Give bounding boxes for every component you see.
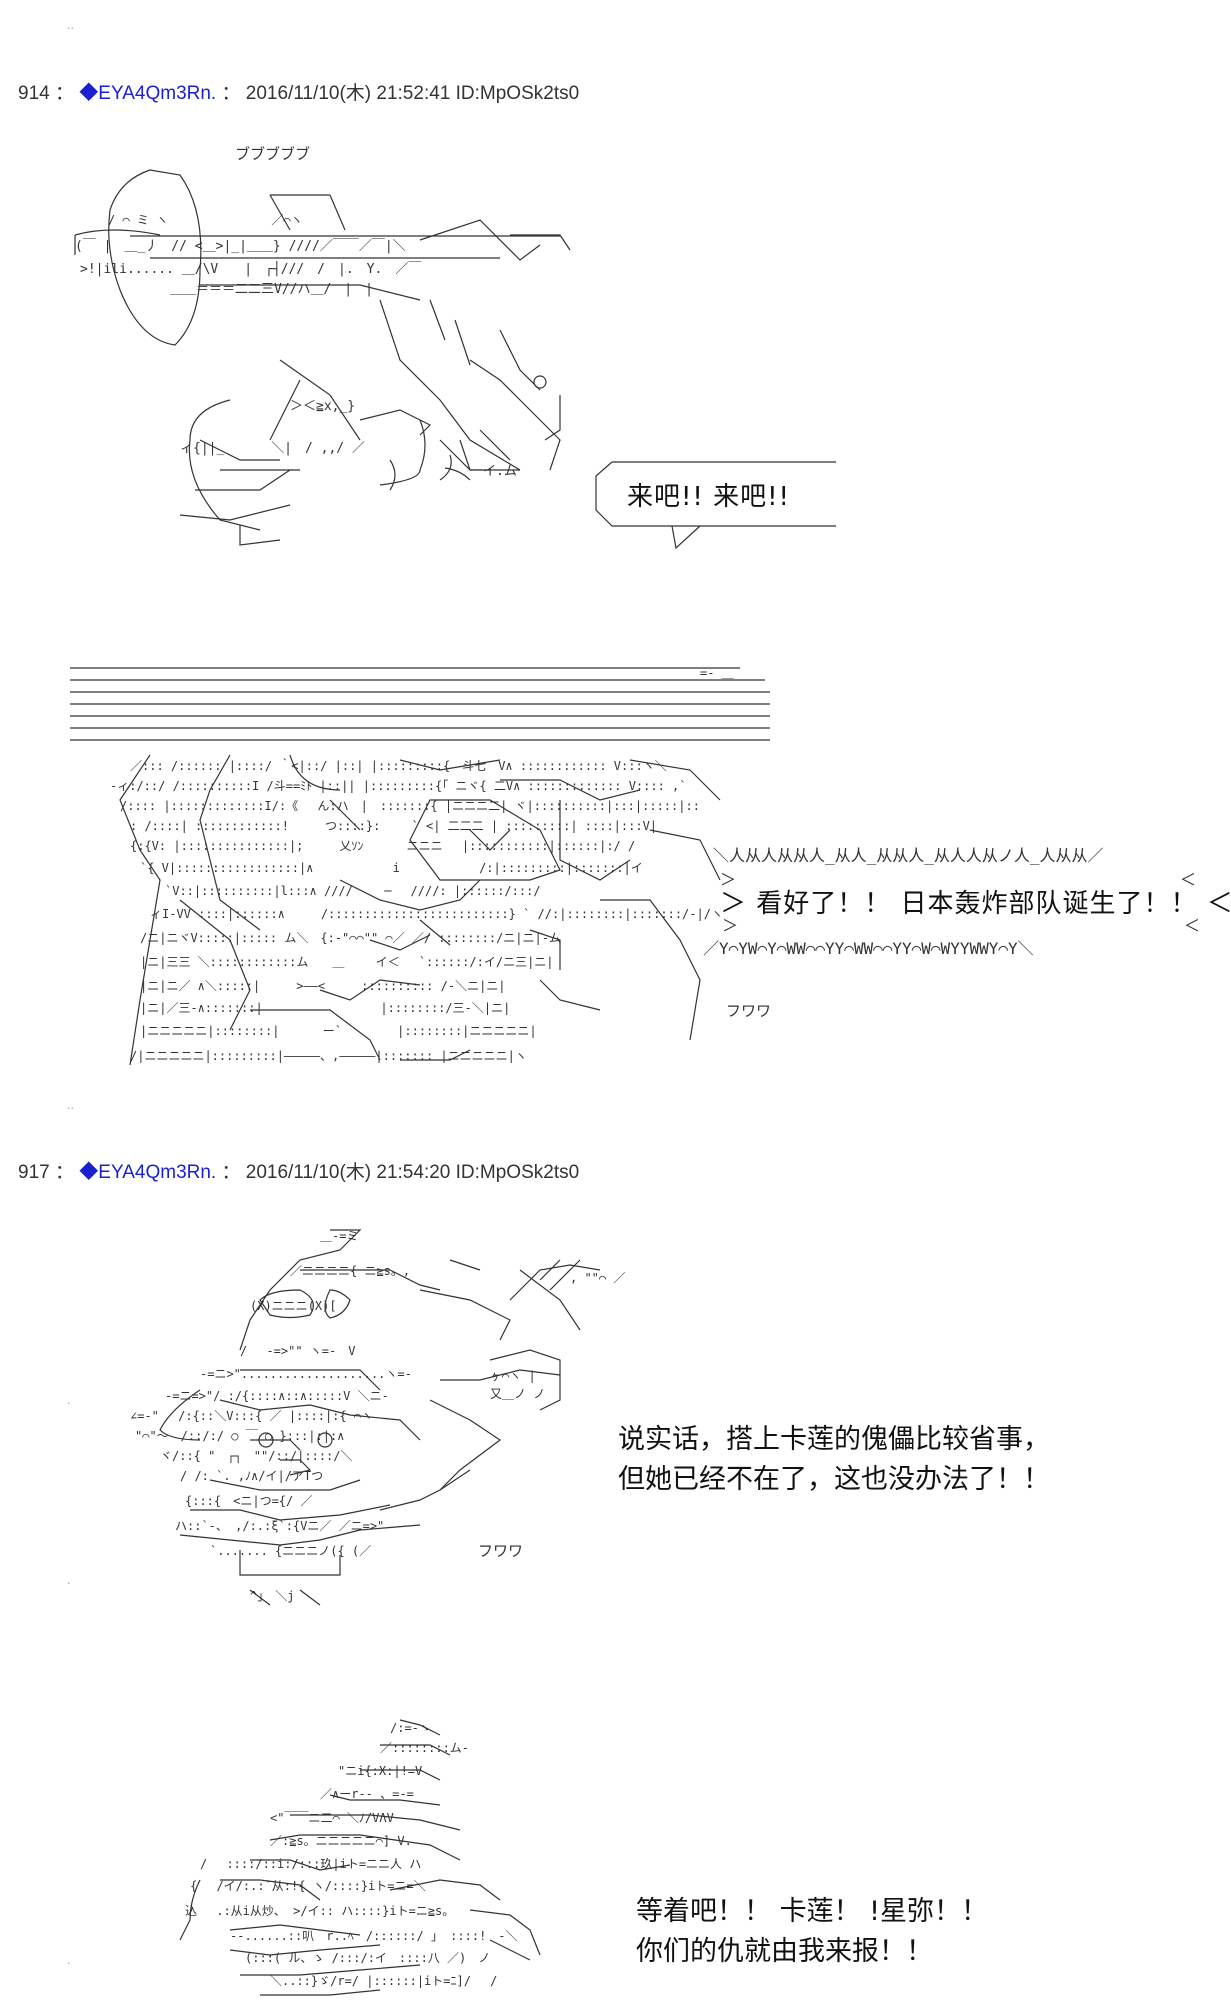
speech-bubble [595,461,836,550]
svg-text:込 .:从i从炒、 >/イ:: ハ::::}iト=ニ≧s。: 込 .:从i从炒、 >/イ:: ハ::::}iト=ニ≧s。 [185,1904,454,1918]
shout-frame-top: ＼人从人从从人_从人_从从人_从人人从ノ人_人从从／ [713,846,1104,865]
svg-text:＿-=ミ: ＿-=ミ [320,1229,358,1243]
post-datetime: 2016/11/10(木) 21:54:20 ID:MpOSk2ts0 [245,1162,580,1183]
svg-text:(:::( ル、ゝ /:::/:イ ::::八 ／) ノ: (:::( ル、ゝ /:::/:イ ::::八 ／) ノ [245,1951,490,1965]
svg-text:|ニ|三三 ＼::::::::::::ム ＿ イ＜: |ニ|三三 ＼::::::::::::ム ＿ イ＜ `::::::/:イ/ニ三|… [140,955,554,969]
ascii-art-cannon-character: / ⌒ ミ ヽ ／⌒ヽ (￣ | ＿_丿 // <＿>|_|＿＿} ////／￣… [74,169,571,546]
shout-frame-bottom: ／Y⌒YW⌒Y⌒WW⌒⌒YY⌒WW⌒⌒YY⌒W⌒WYYWWY⌒Y＼ [703,939,1034,958]
shout-frame-left-marker: ＞ [720,870,737,889]
narration-text: 等着吧！！ 卡莲！ !星弥！！ 你们的仇就由我来报！！ [636,1892,988,1972]
post-header: 914 ： ◆EYA4Qm3Rn. ： 2016/11/10(木) 21:52:… [18,78,579,105]
svg-text:ハ::`-、 ,/:.:ξ`:{Vニ／ ／ニ=>": ハ::`-、 ,/:.:ξ`:{Vニ／ ／ニ=>" [175,1519,384,1533]
shout-left-marker: ＞ [720,889,757,919]
sound-effect: ブブブブブ [235,145,311,163]
svg-text:/ /: `. ,ﾉ∧/イ|/アTつ: / /: `. ,ﾉ∧/イ|/アTつ [180,1469,323,1483]
separator-dots: .. [67,19,74,32]
svg-text:|ニ|ニ／ ∧＼:::::| >――< ::::::: |ニ|ニ／ ∧＼:::::| >――< :::::::::: /-＼ニ|ニ| [140,979,506,993]
sound-effect: フワワ [478,1542,524,1560]
post-separator: ： [221,1162,241,1183]
svg-text:: /::::| ::::::::::::! つ::::: : /::::| ::::::::::::! つ::::}: ` <| 二二二 … [130,819,657,833]
svg-text:＞＜≧x,_}: ＞＜≧x,_} [290,399,355,414]
post-separator: ： [54,83,74,104]
narration-text: 说实话，搭上卡莲的傀儡比较省事， 但她已经不在了，这也没办法了！！ [618,1420,1050,1500]
svg-text:/:::: |:::::::::::::I/:《 ん:ハ: /:::: |:::::::::::::I/:《 ん:ハ | :::::::{ … [120,799,700,813]
post-separator: ： [221,83,241,104]
svg-text:∠=-" /:{::＼V:::{ ／ |::::|:{ ⌒: ∠=-" /:{::＼V:::{ ／ |::::|:{ ⌒ヽ [130,1409,373,1423]
ascii-art-bomber-group: ／::: /:::::: |::::/ ｀<|::/ |::| |:::::::… [70,666,770,1066]
svg-text:--......::叭 r..ﾍ /::::::/ 」 ::: --......::叭 r..ﾍ /::::::/ 」 ::::! -＼ [230,1929,518,1943]
poster-trip[interactable]: ◆EYA4Qm3Rn. [79,83,217,104]
svg-text:/:=-ヽ: /:=-ヽ [390,1721,431,1735]
svg-text:/ ⌒ ミ ヽ ／⌒ヽ: / ⌒ ミ ヽ ／⌒ヽ [108,213,303,227]
svg-text:／ニニニニ{ ニ≧s。,: ／ニニニニ{ ニ≧s。, [290,1264,410,1278]
separator-dots: .. [67,1099,74,1112]
separator-dots: . [67,1394,71,1407]
svg-text:(￣ | ＿_丿 // <＿>|_|＿＿} ////／￣￣／: (￣ | ＿_丿 // <＿>|_|＿＿} ////／￣￣／￣|＼ [75,239,406,254]
svg-text:ーイ.ム: ーイ.ム [470,464,517,479]
svg-text:／:≧s。ニニニニニ⌒] V.: ／:≧s。ニニニニニ⌒] V. [270,1834,412,1848]
post-number: 917 [18,1162,50,1183]
shout-frame-left-marker: ＞ [722,916,739,935]
narration-line: 等着吧！！ 卡莲！ !星弥！！ [636,1896,988,1927]
svg-text:ィ{||_ ＼| / ,,/ ／: ィ{||_ ＼| / ,,/ ／ [180,441,365,456]
svg-text:, ""⌒ ／: , ""⌒ ／ [570,1271,625,1285]
svg-text:-ィ:/::/ /::::::::::I /斗==ﾐﾄ |:: -ィ:/::/ /::::::::::I /斗==ﾐﾄ |::|| |:::::… [110,779,687,793]
bubble-text: 来吧!! 来吧!! [627,482,790,512]
sound-effect: フワワ [726,1002,772,1020]
shout-frame-right-marker: ＜ [1184,916,1201,935]
shout-right-marker: ＜ [1197,889,1231,919]
svg-text:／::::::::ム-: ／::::::::ム- [380,1741,469,1755]
shout-message: 看好了！！ 日本轰炸部队诞生了！！ [756,889,1198,919]
separator-dots: . [67,1954,71,1967]
svg-text:{:{V: |:::::::::::::::|; 乂ｿﾝ: {:{V: |:::::::::::::::|; 乂ｿﾝ ニニニ |::::::… [130,839,635,853]
svg-text:ィI-VV ::::|::::::∧ /::::::::: ィI-VV ::::|::::::∧ /::::::::::::::::::::… [150,907,723,921]
svg-text:-=ニ>"....................ヽ=-: -=ニ>"....................ヽ=- [200,1367,412,1381]
post-datetime: 2016/11/10(木) 21:52:41 ID:MpOSk2ts0 [245,83,580,104]
svg-text:`{ V|:::::::::::::::::|∧: `{ V|:::::::::::::::::|∧ i /:|:::::::::|… [140,861,643,875]
separator-dots: . [67,1574,71,1587]
svg-text:"ニi{:X:|!=V: "ニi{:X:|!=V [338,1764,422,1778]
svg-text:/ニ|ニヾV:::::|::::: ム＼ {:-"⌒⌒"": /ニ|ニヾV:::::|::::: ム＼ {:-"⌒⌒"" ⌒／ ／/ ::::… [140,931,561,945]
svg-text:-=ニ=>"/ :/{::::∧::∧:::::V ＼ニ-: -=ニ=>"/ :/{::::∧::∧:::::V ＼ニ- [165,1389,389,1403]
narration-line: 你们的仇就由我来报！！ [636,1936,933,1967]
svg-text:/ ::::/::i:/:::玖|iト=ニニ人 ハ: / ::::/::i:/:::玖|iト=ニニ人 ハ [200,1857,421,1871]
svg-text:又＿ノ ノ: 又＿ノ ノ [490,1387,545,1401]
narration-line: 说实话，搭上卡莲的傀儡比较省事， [618,1424,1050,1455]
svg-text:|ニ|／三-∧:::::::| |:::: |ニ|／三-∧:::::::| |::::::::/三-＼|ニ| [140,1001,510,1015]
svg-text:＼..::}ゞ/r=/ |::::::|iト=ﾆ]/ /: ＼..::}ゞ/r=/ |::::::|iト=ﾆ]/ / [270,1974,497,1988]
shout-text: ＞ 看好了！！ 日本轰炸部队诞生了！！ ＜ [720,883,1231,920]
svg-text:{:::{ <ニ|つ={/ ／: {:::{ <ニ|つ={/ ／ [185,1494,312,1508]
post-number: 914 [18,83,50,104]
svg-text:ヶ⌒ヽ |: ヶ⌒ヽ | [490,1369,536,1383]
post-header: 917 ： ◆EYA4Qm3Rn. ： 2016/11/10(木) 21:54:… [18,1157,579,1184]
svg-text:／∧ーr-- 、=-=: ／∧ーr-- 、=-= [320,1787,414,1801]
svg-text:"⌒"～ /::/:/ ○ ￣ ○ }:::|:|:∧: "⌒"～ /::/:/ ○ ￣ ○ }:::|:|:∧ [135,1429,344,1443]
svg-text:=- ＿: =- ＿ [700,666,734,680]
svg-text:>!|ili...... ＿/\V | ┌┤/// /: >!|ili...... ＿/\V | ┌┤/// / |. Y. ／￣ [80,260,421,277]
svg-text:(X)ニニニ(X)[: (X)ニニニ(X)[ [250,1299,337,1313]
ascii-art-goggled-pilot: ＿-=ミ ／ニニニニ{ ニ≧s。, (X)ニニニ(X)[ / -=>"" ヽ=-… [130,1229,625,1606]
narration-line: 但她已经不在了，这也没办法了！！ [618,1464,1050,1495]
svg-text:＿＿＝＝＝二二三V//ハ＿/ | |: ＿＿＝＝＝二二三V//ハ＿/ | | [170,282,373,297]
svg-text:^」 ＼j: ^」 ＼j [250,1589,294,1603]
svg-text:|ニニニニニ|::::::::| ー` |::: |ニニニニニ|::::::::| ー` |::::::::|ニニニニニ| [140,1024,537,1038]
svg-text:`V::|::::::::::|l:::∧ //// ─: `V::|::::::::::|l:::∧ //// ─ ////: |::::… [165,884,541,898]
svg-text:/ -=>"" ヽ=- V: / -=>"" ヽ=- V [240,1344,355,1358]
svg-text:/|ニニニニニ|:::::::::|―――――、,―――――: /|ニニニニニ|:::::::::|―――――、,―――――|::::::: |… [130,1049,527,1063]
svg-text:ヾ/::{ " ┌┐ ""/::/|::::/＼: ヾ/::{ " ┌┐ ""/::/|::::/＼ [160,1449,353,1463]
post-separator: ： [54,1162,74,1183]
svg-text:{ /イ/:.:`从:!{ ヽ/::::}iト=ニ=＼: { /イ/:.:`从:!{ ヽ/::::}iト=ニ=＼ [190,1879,426,1893]
svg-text:<"￣￣ニ二⌒ ＼ﾉ/VΛV: <"￣￣ニ二⌒ ＼ﾉ/VΛV [270,1811,394,1825]
poster-trip[interactable]: ◆EYA4Qm3Rn. [79,1162,217,1183]
svg-text:／::: /:::::: |::::/ ｀<|::/ |::: ／::: /:::::: |::::/ ｀<|::/ |::| |:::::::… [130,757,667,773]
svg-text:`....... {ニニニノ({ (／: `....... {ニニニノ({ (／ [210,1544,371,1558]
shout-frame-right-marker: ＜ [1180,870,1197,889]
